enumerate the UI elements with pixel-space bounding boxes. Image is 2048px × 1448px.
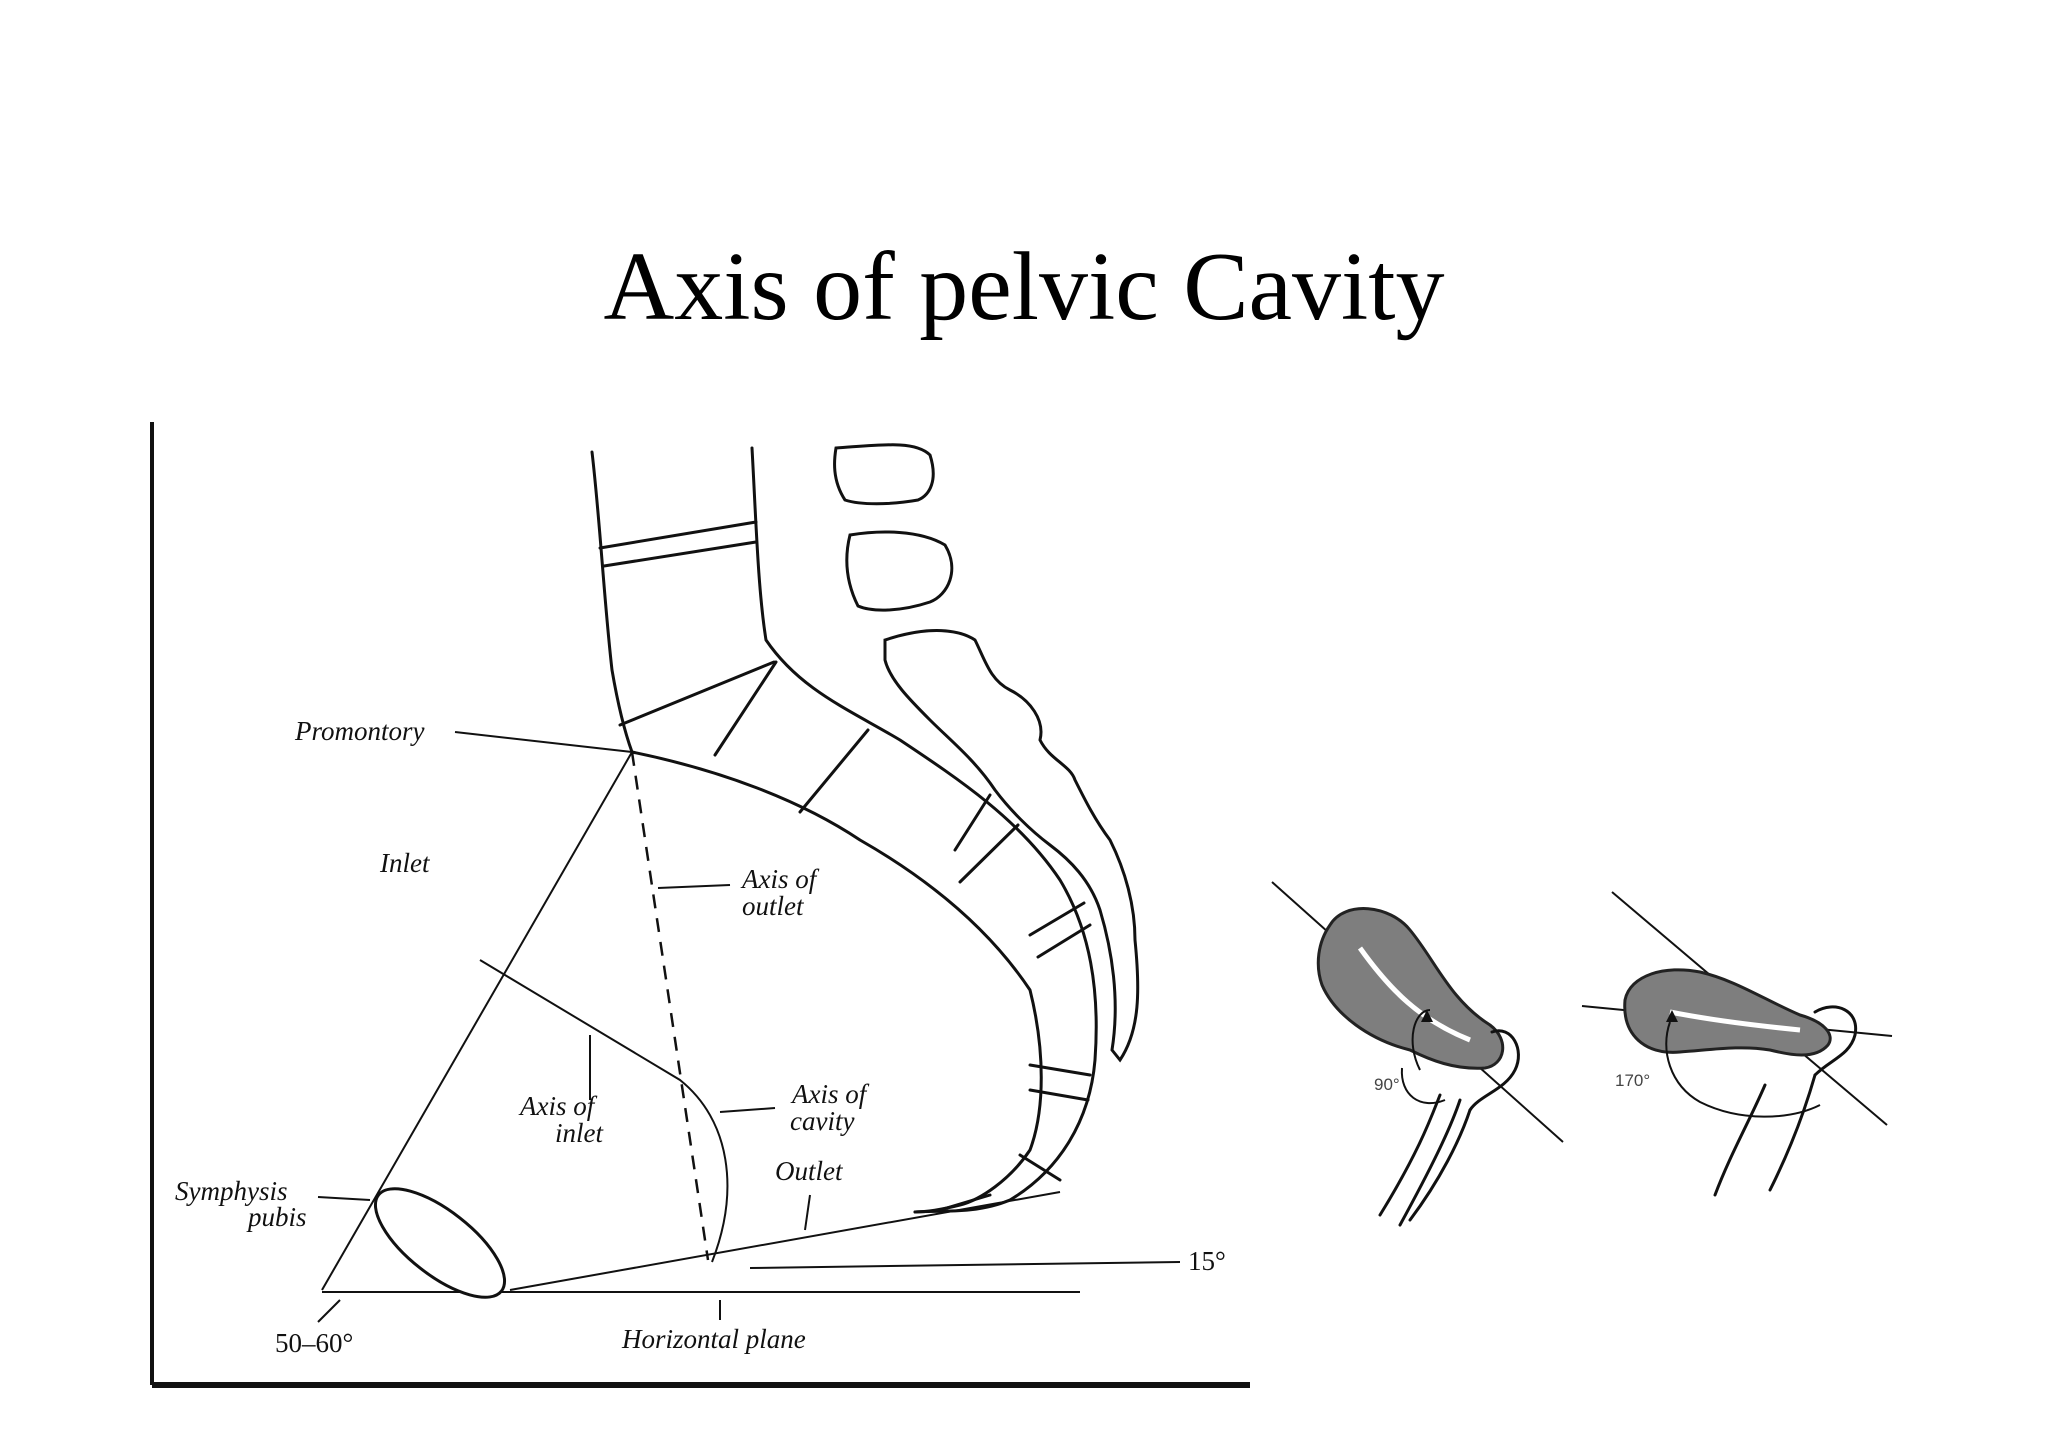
symphysis-pubis-bone bbox=[373, 1187, 507, 1299]
sacrum-spine bbox=[590, 446, 1098, 1214]
axis-of-cavity-curve bbox=[479, 959, 729, 1263]
angle-50-60-tick bbox=[317, 1299, 341, 1323]
label-axis-of-outlet-2: outlet bbox=[742, 891, 805, 921]
uterus-figure-straight: 170° bbox=[1581, 891, 1893, 1197]
label-axis-of-outlet-1: Axis of bbox=[740, 864, 820, 894]
label-50-60-degrees: 50–60° bbox=[275, 1328, 353, 1358]
label-axis-of-inlet-1: Axis of bbox=[518, 1091, 598, 1121]
uterus-angle-90: 90° bbox=[1374, 1075, 1400, 1094]
outlet-line bbox=[509, 1191, 1061, 1291]
axis-of-outlet-dashed bbox=[630, 751, 710, 1261]
posterior-bone-blocks bbox=[833, 443, 1140, 1063]
15-degree-reference bbox=[749, 1261, 1181, 1269]
label-outlet: Outlet bbox=[775, 1156, 844, 1186]
axis-lines bbox=[317, 751, 1181, 1323]
uterus-figure-anteverted: 90° bbox=[1271, 881, 1564, 1227]
label-15-degrees: 15° bbox=[1188, 1246, 1226, 1276]
label-promontory: Promontory bbox=[294, 716, 425, 746]
label-axis-of-cavity-1: Axis of bbox=[790, 1079, 870, 1109]
uterus-angle-170: 170° bbox=[1615, 1071, 1650, 1090]
label-pubis: pubis bbox=[246, 1202, 307, 1232]
slide-title: Axis of pelvic Cavity bbox=[603, 233, 1445, 341]
label-horizontal-plane: Horizontal plane bbox=[621, 1324, 806, 1354]
label-axis-of-cavity-2: cavity bbox=[790, 1106, 854, 1136]
leader-lines bbox=[317, 731, 811, 1320]
inlet-line bbox=[321, 751, 633, 1291]
label-inlet: Inlet bbox=[379, 848, 431, 878]
label-axis-of-inlet-2: inlet bbox=[555, 1118, 604, 1148]
label-symphysis: Symphysis bbox=[175, 1176, 287, 1206]
